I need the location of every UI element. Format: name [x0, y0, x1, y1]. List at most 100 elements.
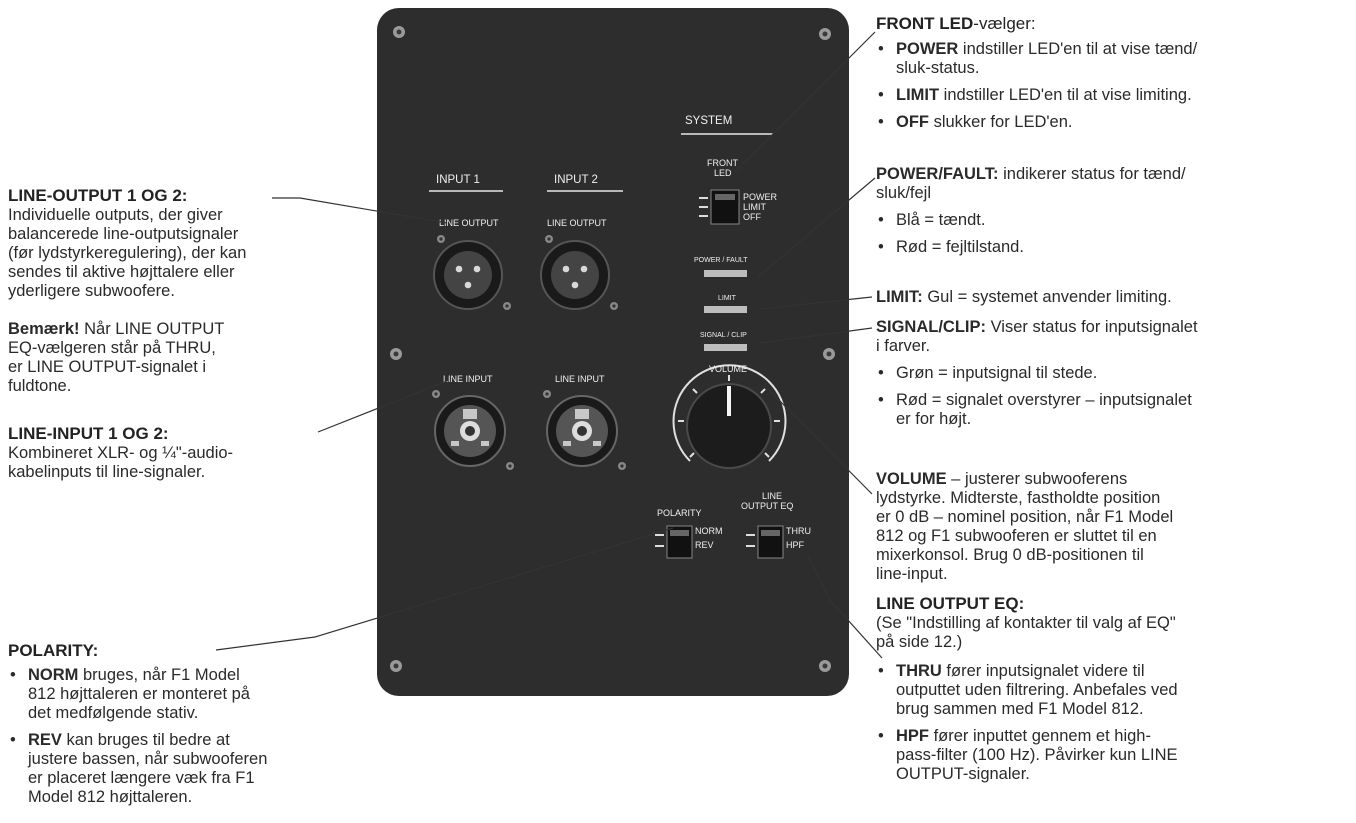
power-fault-line: sluk/fejl: [876, 184, 932, 202]
screw-icon: [390, 660, 402, 672]
system-label: SYSTEM: [685, 115, 733, 127]
off-bold: OFF: [896, 113, 929, 131]
volume-line: mixerkonsol. Brug 0 dB-positionen til: [876, 546, 1144, 564]
line-input-label: LINE INPUT: [555, 374, 605, 384]
line-input-2-connector[interactable]: [543, 390, 626, 470]
line-output-eq-bullet-hpf: HPF fører inputtet gennem et high- pass-…: [876, 727, 1351, 784]
note-line: EQ-vælgeren står på THRU,: [8, 339, 216, 357]
line-output-eq-bullet-thru: THRU fører inputsignalet videre til outp…: [876, 662, 1351, 719]
bullet-text: kan bruges til bedre at: [61, 731, 230, 749]
volume-bold: VOLUME: [876, 470, 947, 488]
line-output-title: LINE-OUTPUT 1 OG 2:: [8, 186, 188, 205]
front-led-rest: -vælger:: [973, 14, 1036, 33]
bullet-text: slukker for LED'en.: [929, 113, 1073, 131]
line-output-body-line: balancerede line-outputsignaler: [8, 225, 239, 243]
volume-description: VOLUME – justerer subwooferens lydstyrke…: [876, 470, 1351, 584]
line-output-eq-description: LINE OUTPUT EQ: (Se "Indstilling af kont…: [876, 594, 1351, 784]
power-fault-description: POWER/FAULT: indikerer status for tænd/ …: [876, 165, 1351, 257]
signal-clip-line: i farver.: [876, 337, 931, 355]
signal-clip-bullet-red: Rød = signalet overstyrer – inputsignale…: [876, 391, 1351, 429]
polarity-option-rev: REV: [695, 540, 714, 550]
line-output-eq-switch[interactable]: [746, 525, 784, 559]
norm-bold: NORM: [28, 666, 79, 684]
bullet-text: pass-filter (100 Hz). Påvirker kun LINE: [896, 746, 1178, 764]
polarity-title: POLARITY:: [8, 641, 99, 660]
volume-line: 812 og F1 subwooferen er sluttet til en: [876, 527, 1157, 545]
bullet-text: OUTPUT-signaler.: [896, 765, 1030, 783]
bullet-text: outputtet uden filtrering. Anbefales ved: [896, 681, 1178, 699]
limit-description: LIMIT: Gul = systemet anvender limiting.: [876, 288, 1351, 307]
power-fault-led: [704, 270, 747, 277]
power-fault-text: indikerer status for tænd/: [998, 165, 1186, 183]
front-led-title: FRONT LED-vælger:: [876, 14, 1351, 34]
line-output-eq-option-thru: THRU: [786, 526, 811, 536]
signal-clip-label: SIGNAL / CLIP: [700, 332, 747, 339]
note-line: fuldtone.: [8, 377, 72, 395]
power-fault-bold: POWER/FAULT:: [876, 165, 999, 183]
signal-clip-led: [704, 344, 747, 351]
bullet-text: indstiller LED'en til at vise limiting.: [939, 86, 1192, 104]
limit-line: LIMIT: Gul = systemet anvender limiting.: [876, 288, 1351, 307]
polarity-bullet-rev: REV kan bruges til bedre at justere bass…: [8, 731, 368, 807]
line-input-body-line: kabelinputs til line-signaler.: [8, 463, 206, 481]
polarity-description: POLARITY: NORM bruges, når F1 Model 812 …: [8, 641, 368, 807]
line-output-eq-line: på side 12.): [876, 633, 963, 651]
bullet-text: det medfølgende stativ.: [28, 704, 199, 722]
line-input-label: LINE INPUT: [443, 374, 493, 384]
signal-clip-text: Viser status for inputsignalet: [986, 318, 1198, 336]
signal-clip-line: SIGNAL/CLIP: Viser status for inputsigna…: [876, 318, 1351, 337]
bullet-text: 812 højttaleren er monteret på: [28, 685, 250, 703]
line-output-eq-label: OUTPUT EQ: [741, 501, 794, 511]
input2-label: INPUT 2: [554, 174, 598, 186]
polarity-label: POLARITY: [657, 508, 702, 518]
line-output-2-connector[interactable]: [540, 235, 618, 310]
line-input-title: LINE-INPUT 1 OG 2:: [8, 424, 169, 443]
screw-icon: [819, 660, 831, 672]
bullet-text: fører inputtet gennem et high-: [929, 727, 1151, 745]
line-input-body-line: Kombineret XLR- og ¼"-audio-: [8, 444, 234, 462]
note-line: Bemærk! Når LINE OUTPUT: [8, 320, 358, 339]
front-led-option-off: OFF: [743, 212, 761, 222]
line-output-1-connector[interactable]: [433, 235, 511, 310]
front-led-bullet-off: OFF slukker for LED'en.: [876, 113, 1351, 132]
panel-graphics: [390, 26, 835, 672]
volume-label: VOLUME: [709, 364, 748, 374]
screw-icon: [819, 28, 831, 40]
note-line: er LINE OUTPUT-signalet i: [8, 358, 207, 376]
bullet-text: er for højt.: [896, 410, 972, 428]
power-bold: POWER: [896, 40, 959, 58]
line-output-eq-title: LINE OUTPUT EQ:: [876, 594, 1025, 613]
front-led-option-power: POWER: [743, 192, 778, 202]
volume-knob[interactable]: [672, 364, 787, 469]
line-input-1-connector[interactable]: [432, 390, 514, 470]
hpf-bold: HPF: [896, 727, 929, 745]
bullet-text: fører inputsignalet videre til: [941, 662, 1145, 680]
note-bold: Bemærk!: [8, 320, 80, 338]
bullet-text: Rød = signalet overstyrer – inputsignale…: [896, 391, 1192, 409]
line-output-body-line: (før lydstyrkeregulering), der kan: [8, 244, 247, 262]
line-input-description: LINE-INPUT 1 OG 2: Kombineret XLR- og ¼"…: [8, 424, 358, 482]
line-output-body-line: Individuelle outputs, der giver: [8, 206, 223, 224]
signal-clip-bullet-green: Grøn = inputsignal til stede.: [876, 364, 1351, 383]
thru-bold: THRU: [896, 662, 942, 680]
bullet-text: indstiller LED'en til at vise tænd/: [958, 40, 1198, 58]
screw-icon: [393, 26, 405, 38]
polarity-bullet-norm: NORM bruges, når F1 Model 812 højttalere…: [8, 666, 368, 723]
polarity-switch[interactable]: [655, 525, 693, 559]
volume-text: – justerer subwooferens: [946, 470, 1128, 488]
rev-bold: REV: [28, 731, 62, 749]
line-output-body-line: yderligere subwoofere.: [8, 282, 175, 300]
line-output-label: LINE OUTPUT: [439, 218, 499, 228]
line-output-eq-line: (Se "Indstilling af kontakter til valg a…: [876, 614, 1176, 632]
front-led-label: LED: [714, 168, 732, 178]
power-fault-line: POWER/FAULT: indikerer status for tænd/: [876, 165, 1351, 184]
line-output-label: LINE OUTPUT: [547, 218, 607, 228]
front-led-option-limit: LIMIT: [743, 202, 767, 212]
note-description: Bemærk! Når LINE OUTPUT EQ-vælgeren står…: [8, 320, 358, 396]
front-led-switch[interactable]: [699, 189, 740, 225]
note-text: Når LINE OUTPUT: [79, 320, 225, 338]
volume-line: line-input.: [876, 565, 948, 583]
bullet-text: brug sammen med F1 Model 812.: [896, 700, 1144, 718]
limit-led: [704, 306, 747, 313]
power-fault-label: POWER / FAULT: [694, 257, 748, 264]
